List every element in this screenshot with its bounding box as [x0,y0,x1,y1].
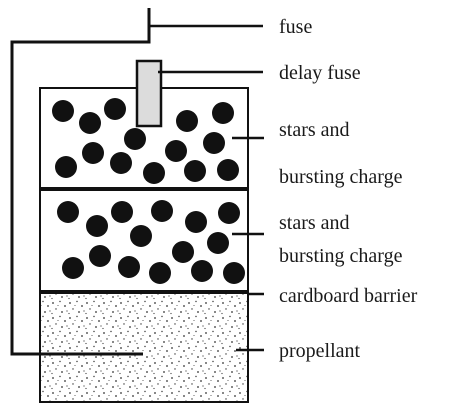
star [104,98,126,120]
lower-stars [57,200,245,284]
upper-stars [52,98,239,184]
star [176,110,198,132]
star [149,262,171,284]
star [130,225,152,247]
star [165,140,187,162]
label-upper-layer-line1: stars and [279,119,350,141]
label-cardboard-barrier: cardboard barrier [279,285,418,307]
star [218,202,240,224]
star [184,160,206,182]
label-lower-layer-line1: stars and [279,212,350,234]
label-propellant: propellant [279,340,361,362]
propellant-section [41,292,247,401]
star [118,256,140,278]
main-fuse-wire [10,8,151,356]
star [86,215,108,237]
star [143,162,165,184]
star [151,200,173,222]
label-fuse: fuse [279,16,312,38]
star [111,201,133,223]
star [185,211,207,233]
star [79,112,101,134]
star [89,245,111,267]
star [207,232,229,254]
star [172,241,194,263]
leader-lines [158,70,264,352]
star [55,156,77,178]
delay-fuse [135,59,163,128]
label-lower-layer-line2: bursting charge [279,245,403,267]
star [191,260,213,282]
star [217,159,239,181]
star [62,257,84,279]
label-upper-layer-line2: bursting charge [279,166,403,188]
star [212,102,234,124]
label-delay-fuse: delay fuse [279,62,361,84]
star [203,132,225,154]
star [110,152,132,174]
star [223,262,245,284]
star [82,142,104,164]
star [52,100,74,122]
star [57,201,79,223]
star [124,128,146,150]
